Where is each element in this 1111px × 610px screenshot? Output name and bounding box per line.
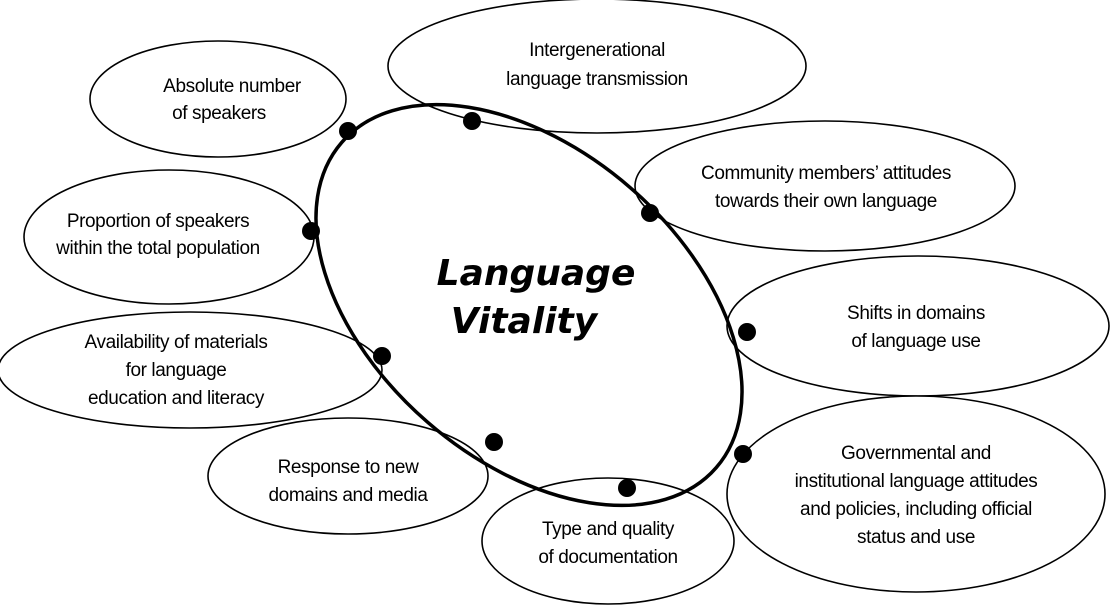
central-ellipse: [314, 102, 744, 508]
factor-bubble: [89, 40, 347, 158]
factor-bubble: [387, 0, 807, 134]
factor-label-line: and policies, including official: [800, 499, 1032, 520]
connector-dot: [618, 479, 636, 497]
factor-bubble: [726, 395, 1106, 593]
connector-dots: [302, 112, 756, 497]
center-title: Language Vitality: [437, 253, 636, 342]
connector-dot: [373, 347, 391, 365]
factor-label-line: status and use: [857, 527, 975, 548]
connector-dot: [734, 445, 752, 463]
factor-bubble: [481, 477, 735, 605]
factor-bubble: [634, 120, 1016, 252]
factor-label-line: Community members’ attitudes: [701, 163, 951, 184]
factor-intergenerational-transmission: Intergenerational language transmission: [387, 0, 807, 134]
central-ring: [314, 102, 744, 508]
factor-response-new-domains: Response to new domains and media: [207, 417, 489, 535]
factor-proportion-speakers: Proportion of speakers within the total …: [23, 169, 315, 305]
factor-label-line: of documentation: [538, 547, 677, 568]
connector-dot: [302, 222, 320, 240]
factor-shifts-domains: Shifts in domains of language use: [726, 255, 1110, 397]
factor-bubble: [23, 169, 315, 305]
connector-dot: [339, 122, 357, 140]
factor-label-line: education and literacy: [88, 388, 265, 409]
factor-label-line: for language: [126, 360, 227, 381]
factor-bubble: [207, 417, 489, 535]
factor-label-line: Absolute number: [163, 76, 302, 97]
factor-label-line: of speakers: [172, 103, 266, 124]
factor-label-line: Intergenerational: [529, 40, 665, 61]
factor-label-line: Availability of materials: [85, 332, 268, 353]
factor-absolute-number: Absolute number of speakers: [89, 40, 347, 158]
factor-governmental-policies: Governmental and institutional language …: [726, 395, 1106, 593]
connector-dot: [738, 323, 756, 341]
factor-bubble: [0, 311, 383, 429]
connector-dot: [463, 112, 481, 130]
factor-bubble: [726, 255, 1110, 397]
factor-label-line: Shifts in domains: [847, 303, 985, 324]
factor-label-line: Proportion of speakers: [67, 211, 249, 232]
factor-label-line: towards their own language: [715, 191, 937, 212]
factor-label-line: institutional language attitudes: [795, 471, 1038, 492]
factor-label-line: within the total population: [55, 238, 260, 259]
factor-label-line: language transmission: [506, 69, 688, 90]
connector-dot: [641, 204, 659, 222]
factor-label-line: Governmental and: [841, 443, 991, 464]
factor-label-line: Type and quality: [542, 519, 675, 540]
center-title-line: Language: [437, 253, 636, 294]
factor-label-line: Response to new: [278, 457, 419, 478]
factor-community-attitudes: Community members’ attitudes towards the…: [634, 120, 1016, 252]
center-title-line: Vitality: [451, 301, 599, 342]
factor-availability-materials: Availability of materials for language e…: [0, 311, 383, 429]
factor-label-line: domains and media: [268, 485, 428, 506]
factor-documentation: Type and quality of documentation: [481, 477, 735, 605]
factor-label-line: of language use: [851, 331, 980, 352]
connector-dot: [485, 433, 503, 451]
